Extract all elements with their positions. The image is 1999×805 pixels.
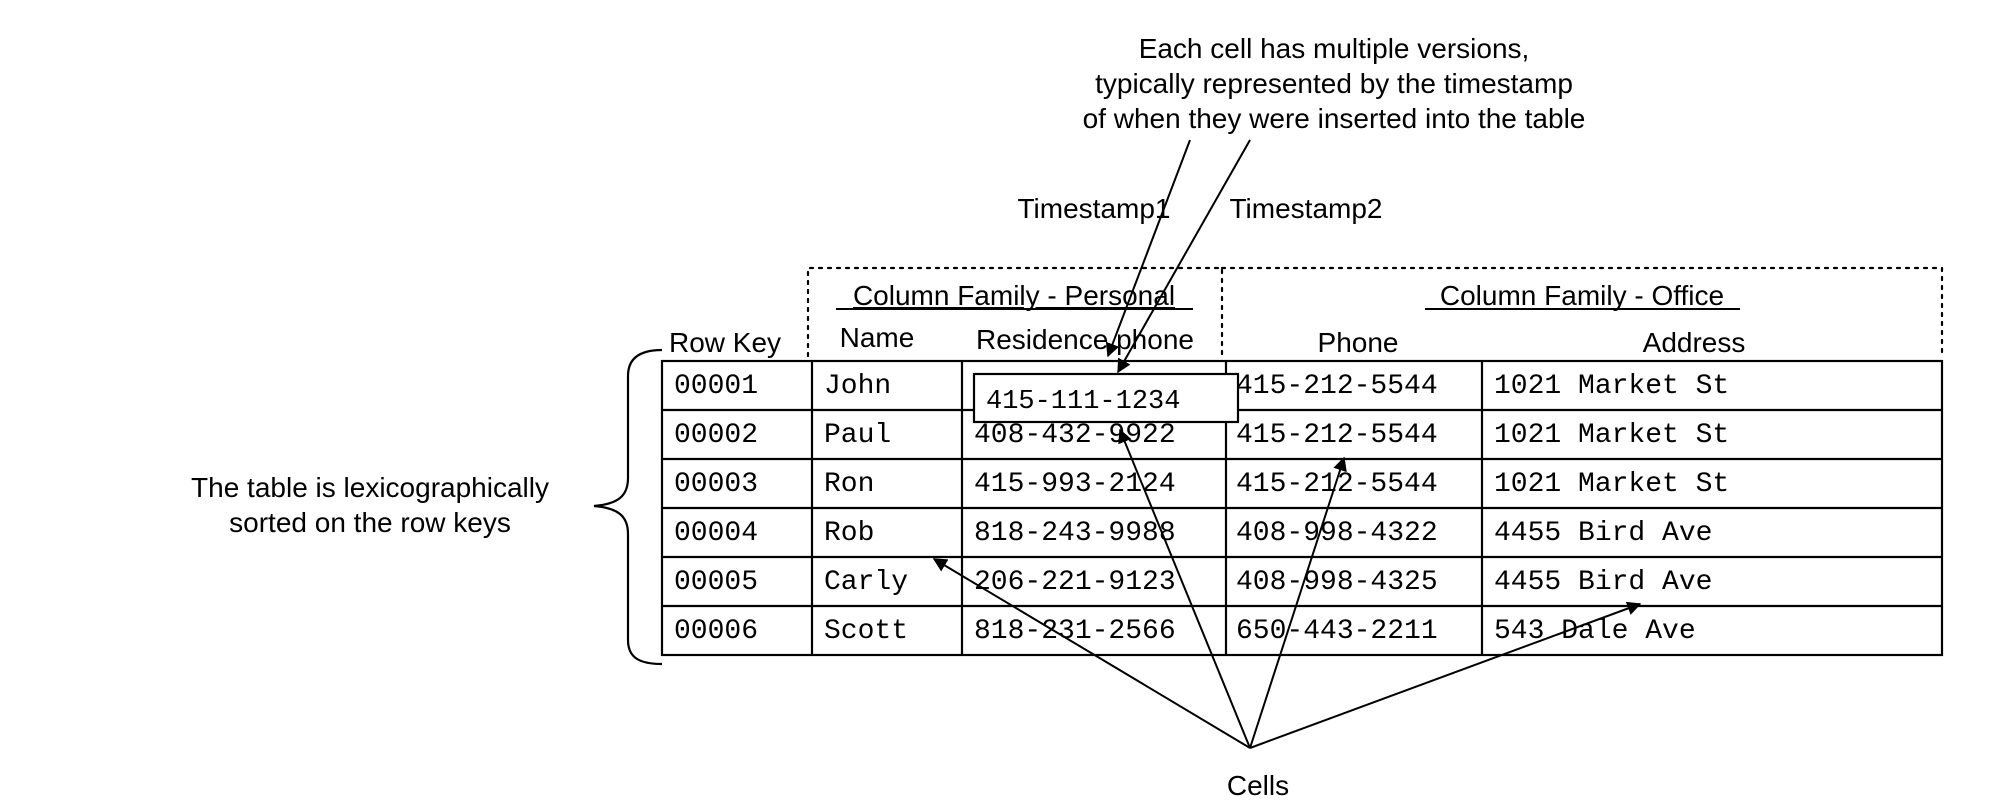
cells-arrow-name	[932, 558, 1251, 749]
name-cell: Paul	[824, 420, 891, 451]
sorted-annotation-line2: sorted on the row keys	[229, 507, 511, 538]
table-row: 00003 Ron 415-993-2124 415-212-5544 1021…	[674, 469, 1729, 500]
office-phone-cell: 415-212-5544	[1236, 371, 1438, 402]
office-family-dotted-box	[1220, 266, 1944, 358]
cells-arrows	[932, 428, 1642, 749]
timestamp1-label: Timestamp1	[1017, 193, 1170, 224]
residence-phone-cell: 818-243-9988	[974, 518, 1176, 549]
sorted-annotation-line1: The table is lexicographically	[191, 472, 549, 503]
residence-phone-cell: 408-432-9922	[974, 420, 1176, 451]
versions-annotation-line3: of when they were inserted into the tabl…	[1083, 103, 1586, 134]
cells-arrow-address	[1249, 601, 1642, 749]
table-row: 00002 Paul 408-432-9922 415-212-5544 102…	[674, 420, 1729, 451]
table-row: 00005 Carly 206-221-9123 408-998-4325 44…	[674, 567, 1712, 598]
office-family-title: Column Family - Office	[1440, 280, 1724, 311]
address-cell: 4455 Bird Ave	[1494, 567, 1712, 598]
name-header: Name	[840, 322, 915, 353]
versions-annotation-line2: typically represented by the timestamp	[1095, 68, 1573, 99]
office-phone-cell: 415-212-5544	[1236, 469, 1438, 500]
residence-phone-cell: 415-993-2124	[974, 469, 1176, 500]
address-header: Address	[1643, 327, 1746, 358]
timestamp1-arrow	[1105, 139, 1191, 358]
cells-arrow-office-phone	[1249, 456, 1347, 749]
address-cell: 1021 Market St	[1494, 420, 1729, 451]
office-phone-cell: 415-212-5544	[1236, 420, 1438, 451]
row-key-cell: 00005	[674, 567, 758, 598]
personal-family-dotted-box	[806, 266, 1224, 358]
address-cell: 4455 Bird Ave	[1494, 518, 1712, 549]
address-cell: 1021 Market St	[1494, 371, 1729, 402]
row-key-cell: 00003	[674, 469, 758, 500]
address-cell: 1021 Market St	[1494, 469, 1729, 500]
office-phone-header: Phone	[1318, 327, 1399, 358]
cells-label: Cells	[1227, 770, 1289, 801]
versions-annotation-line1: Each cell has multiple versions,	[1139, 33, 1530, 64]
row-key-header: Row Key	[669, 327, 781, 358]
name-cell: Ron	[824, 469, 874, 500]
residence-phone-cell: 818-231-2566	[974, 616, 1176, 647]
row-key-cell: 00006	[674, 616, 758, 647]
table-row: 00006 Scott 818-231-2566 650-443-2211 54…	[674, 616, 1696, 647]
office-phone-cell: 408-998-4325	[1236, 567, 1438, 598]
row-key-brace	[593, 348, 663, 666]
version-cell-box	[972, 372, 1240, 424]
office-phone-cell: 408-998-4322	[1236, 518, 1438, 549]
table-row: 00004 Rob 818-243-9988 408-998-4322 4455…	[674, 518, 1712, 549]
name-cell: Scott	[824, 616, 908, 647]
version-cell-value: 415-111-1234	[986, 387, 1180, 417]
personal-family-title: Column Family - Personal	[853, 280, 1175, 311]
residence-phone-header: Residence phone	[976, 324, 1194, 355]
row-key-cell: 00004	[674, 518, 758, 549]
timestamp2-arrow	[1117, 139, 1251, 374]
name-cell: Carly	[824, 567, 908, 598]
timestamp2-label: Timestamp2	[1229, 193, 1382, 224]
row-key-cell: 00001	[674, 371, 758, 402]
residence-phone-cell: 206-221-9123	[974, 567, 1176, 598]
row-key-cell: 00002	[674, 420, 758, 451]
table-grid	[660, 359, 1944, 657]
name-cell: John	[824, 371, 891, 402]
name-cell: Rob	[824, 518, 874, 549]
office-phone-cell: 650-443-2211	[1236, 616, 1438, 647]
cells-arrow-residence-phone	[1118, 428, 1251, 749]
